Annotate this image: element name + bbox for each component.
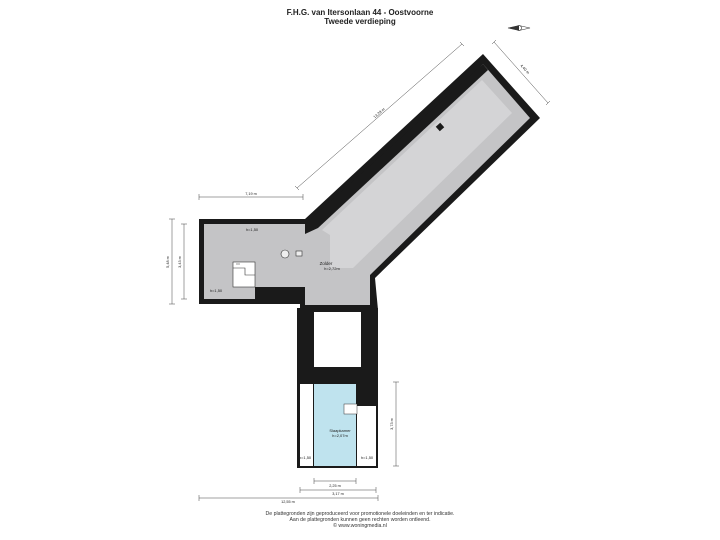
slaapkamer-floor	[314, 384, 356, 466]
dim-inner-width-2: 3,17 m	[332, 492, 344, 496]
footer-disclaimer: De plattegronden zijn geproduceerd voor …	[265, 511, 455, 517]
zolder-height: h=2,72m	[324, 266, 340, 271]
height-mark-sk-left: h=1,50	[299, 455, 312, 460]
address-title: F.H.G. van Itersonlaan 44 - Oostvoorne	[286, 8, 434, 17]
dimension-lines	[169, 39, 551, 501]
sloped-zone	[322, 80, 512, 268]
slaapkamer-label: Slaapkamer	[329, 428, 351, 433]
dim-diag-long: 13,28 m	[373, 107, 386, 119]
zolder-label: Zolder	[320, 261, 333, 266]
footer-rights: Aan de plattegronden kunnen geen rechten…	[289, 517, 431, 523]
slaapkamer-height: h=2,07m	[332, 433, 348, 438]
slaapkamer-left-zone	[300, 384, 313, 466]
footer-credit: © www.woningmedia.nl	[333, 523, 387, 529]
compass-icon	[507, 25, 531, 31]
height-mark-sk-right: h=1,50	[361, 455, 374, 460]
dim-top-width: 7,19 m	[245, 192, 257, 196]
diagonal-inner-wall	[305, 64, 488, 234]
dim-inner-width-1: 2,25 m	[329, 484, 341, 488]
height-mark-left-bottom: h=1,50	[210, 288, 223, 293]
stair-icon	[232, 261, 256, 288]
slaapkamer-step	[343, 403, 358, 415]
dim-left-inner: 3,43 m	[178, 256, 182, 268]
flue-icon	[280, 249, 290, 259]
dim-total-width: 12,55 m	[281, 500, 295, 504]
dim-right-height: 3,73 m	[390, 418, 394, 430]
floor-title: Tweede verdieping	[324, 17, 396, 26]
slaapkamer-right-zone	[357, 406, 376, 466]
dim-diag-short: 4,40 m	[519, 64, 530, 75]
dim-left-height: 5,48 m	[166, 256, 170, 268]
height-mark-left-top: h=1,50	[246, 227, 259, 232]
knee-wall-left	[255, 287, 305, 304]
vent-icon	[435, 122, 445, 132]
shaft-void	[314, 312, 361, 367]
hatch-icon	[295, 250, 303, 257]
